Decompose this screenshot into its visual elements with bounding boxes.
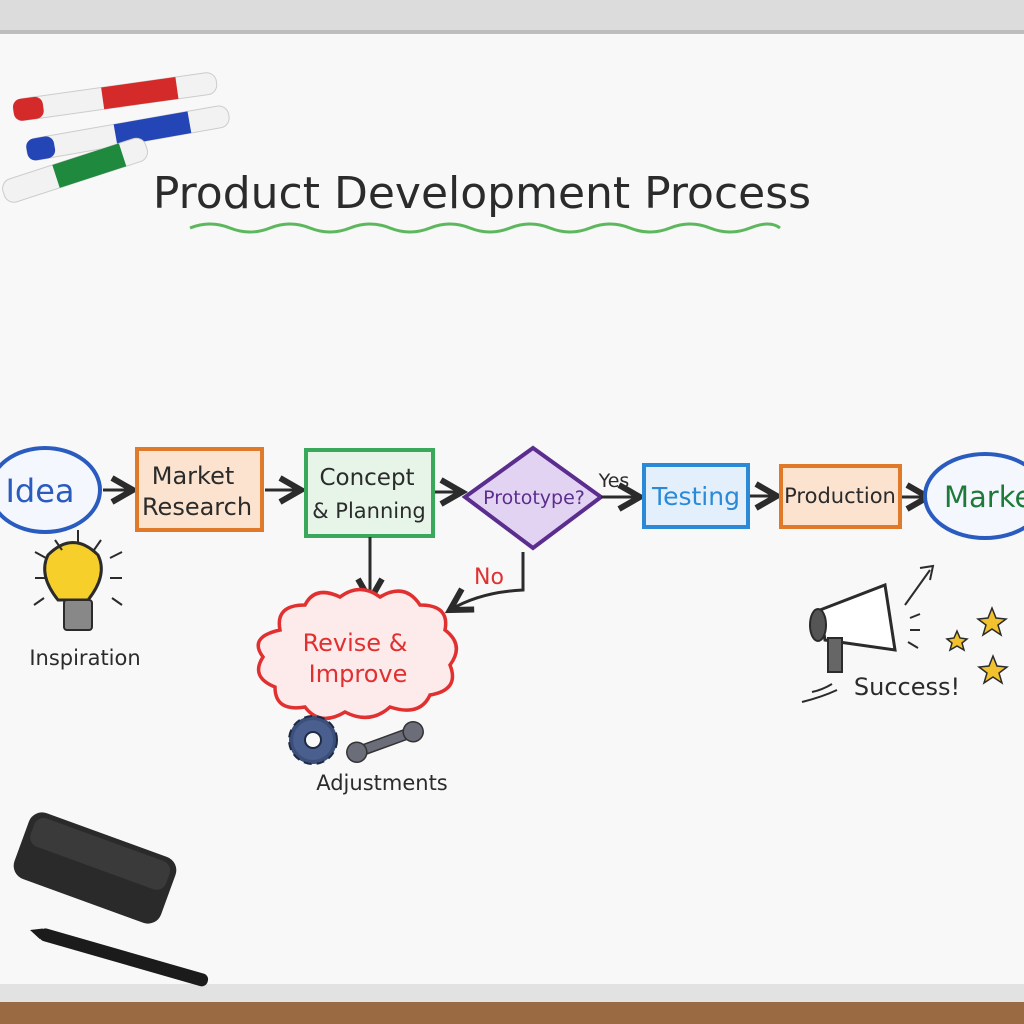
- svg-text:Production: Production: [784, 484, 896, 508]
- svg-text:& Planning: & Planning: [312, 499, 426, 523]
- svg-text:Research: Research: [142, 493, 252, 521]
- gear-icon: [288, 715, 338, 765]
- svg-text:Idea: Idea: [5, 472, 74, 510]
- eraser-icon: [13, 812, 177, 924]
- board-frame-bottom: [0, 984, 1024, 1002]
- svg-text:Revise &: Revise &: [303, 629, 408, 657]
- label-no: No: [474, 565, 504, 590]
- node-production: Production: [779, 464, 902, 529]
- label-yes: Yes: [598, 470, 630, 492]
- arrow-no: [450, 552, 525, 610]
- svg-text:Concept: Concept: [319, 465, 414, 491]
- svg-text:Market: Market: [152, 462, 235, 490]
- title-underline: [189, 222, 781, 234]
- inspiration-label: Inspiration: [29, 646, 140, 670]
- adjustments-label: Adjustments: [316, 771, 448, 795]
- node-market-research: Market Research: [135, 447, 264, 532]
- star-icon: [945, 605, 1009, 685]
- svg-text:Testing: Testing: [651, 482, 740, 511]
- marker-icon: [30, 928, 209, 987]
- node-idea: Idea: [0, 446, 102, 534]
- node-revise-improve: Revise & Improve: [256, 587, 459, 721]
- marker-icon: [2, 72, 230, 203]
- svg-text:Prototype?: Prototype?: [483, 487, 585, 509]
- page-title: Product Development Process: [153, 168, 811, 219]
- node-testing: Testing: [642, 463, 750, 529]
- svg-text:Improve: Improve: [309, 660, 408, 688]
- node-market: Market: [923, 452, 1024, 540]
- lightbulb-icon: [33, 530, 123, 631]
- node-concept-planning: Concept & Planning: [304, 448, 435, 538]
- svg-text:Market: Market: [944, 480, 1024, 514]
- wrench-icon: [346, 720, 424, 764]
- wood-desk: [0, 1002, 1024, 1024]
- success-label: Success!: [854, 673, 960, 701]
- board-frame-top: [0, 0, 1024, 34]
- megaphone-icon: [801, 564, 935, 703]
- node-prototype-decision: Prototype?: [461, 445, 605, 551]
